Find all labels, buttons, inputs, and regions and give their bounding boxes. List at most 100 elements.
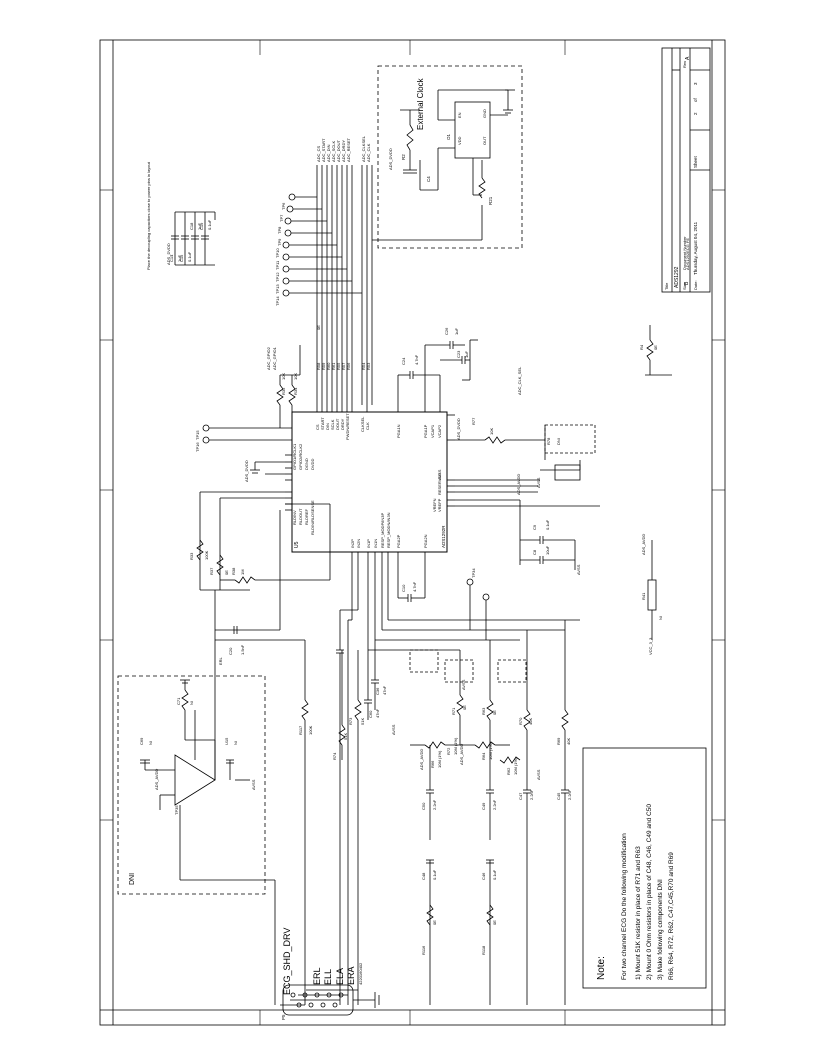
c18-label: C18 xyxy=(189,222,194,230)
r69-value: 40K xyxy=(566,738,571,745)
r2-label: R2 xyxy=(401,154,406,160)
c50-value: 2.2nF xyxy=(432,799,437,810)
c46-label: C46 xyxy=(481,872,486,880)
c26-value: 1uF xyxy=(454,328,459,335)
c15-label: C15 xyxy=(179,254,184,262)
ic-pin-vrefn: VREFN xyxy=(432,498,437,512)
zone-ticks xyxy=(100,40,725,1025)
title-label: Title xyxy=(664,282,669,290)
r74-label: R74 xyxy=(332,752,337,760)
ic-pin-cs: CS xyxy=(315,424,320,430)
c47-label: C47 xyxy=(518,792,523,800)
r64-value: 10M (1%) xyxy=(488,742,493,760)
clock-supply: ADS_DVDD xyxy=(388,148,393,170)
c20-label: C20 xyxy=(228,647,233,655)
text-layer: Title ADS1292 Size B Document Number ADS… xyxy=(129,56,698,1020)
adc-dout-label: ADC_DOUT xyxy=(336,139,341,162)
r116-label: R116 xyxy=(421,945,426,955)
r78-value: DNI xyxy=(556,438,561,445)
buffer-avss: AVSS xyxy=(251,779,256,790)
r77-label: R77 xyxy=(471,417,476,425)
doc-number-label: Document Number xyxy=(682,236,687,270)
net-avss-right: AVSS xyxy=(536,477,541,488)
tp-label-12: TP12 xyxy=(275,272,280,282)
adc-reset-label: ADC_RESET xyxy=(346,137,351,162)
dni-buffer-box xyxy=(117,675,266,895)
c69-value: NI xyxy=(233,741,238,745)
ic-pin-dgnd: DGND xyxy=(304,458,309,470)
ground-symbols xyxy=(180,89,515,690)
filter-avss-1: AVSS xyxy=(391,724,396,735)
ell-label: ELL xyxy=(323,969,333,985)
decoupling-caps xyxy=(171,211,216,266)
r118-label: R118 xyxy=(481,945,486,955)
of-value: 3 xyxy=(693,82,698,85)
r72-value: 10M (1%) xyxy=(453,737,458,755)
c49-value: 2.2nF xyxy=(492,799,497,810)
title-block xyxy=(661,47,711,293)
c69-label: U15 xyxy=(224,737,229,745)
sheet-label: Sheet xyxy=(693,155,698,168)
net-ads-dvdd-right: ADS_DVDD xyxy=(456,418,461,440)
note-line-5: R66, R64, R72, R62, C47,C45,R70 and R69 xyxy=(668,852,675,980)
outer-border xyxy=(99,39,726,1026)
ic-pin-pga2n: PGA2N xyxy=(423,534,428,548)
tp-label-13: TP13 xyxy=(275,284,280,294)
r77-value: 10K xyxy=(489,428,494,435)
adc-clk-sel-label: ADC_CLK_SEL xyxy=(517,366,522,395)
ic-pin-dout: DOUT xyxy=(335,418,340,430)
r72-label: R72 xyxy=(446,747,451,755)
tp-label-9: TP9 xyxy=(277,238,282,246)
ic-pin-pga1n: PGA1N xyxy=(396,424,401,438)
ic-pin-vrefp: VREFP xyxy=(437,498,442,512)
ic-pin-rldout: RLDOUT xyxy=(298,508,303,525)
ela-label: ELA xyxy=(335,968,345,985)
r4-label: R4 xyxy=(639,344,644,350)
r116-value: 0E xyxy=(432,920,437,925)
ic-part: ADS1292R xyxy=(441,525,446,548)
ic-pin-clksel: CLKSEL xyxy=(360,416,365,432)
c60-value: 47nF xyxy=(375,708,380,718)
r117-value: 100K xyxy=(308,725,313,735)
r61-label: R61 xyxy=(331,362,336,370)
ic-pin-clk: CLK xyxy=(365,422,370,430)
net-ads-avdd-right: ADS_AVDD xyxy=(516,474,521,495)
c10-value: 4.7nF xyxy=(412,581,417,592)
tp-label-8: TP8 xyxy=(277,226,282,234)
r117-label: R117 xyxy=(298,725,303,735)
note-line-1: For two channel ECG Do the following mod… xyxy=(621,833,628,980)
c18-value: 1uF xyxy=(197,223,202,230)
r71-label: R71 xyxy=(451,707,456,715)
filter-avss-2: AVSS xyxy=(461,679,466,690)
u15-label: TP35 xyxy=(174,805,179,815)
c8-label: C8 xyxy=(532,549,537,555)
title-value: ADS1292 xyxy=(674,266,680,288)
ic-pin-avss-1: AVSS xyxy=(437,469,442,480)
r63-value: 0E xyxy=(492,710,497,715)
ic-pin-in2p: IN2P xyxy=(350,539,355,548)
ic-pin-rldref: RLDREF xyxy=(304,508,309,525)
note-line-2: 1) Mount 51K resistor in place of R71 an… xyxy=(635,846,642,980)
ic-pin-gpio1: GPIO1/RCLK1 xyxy=(292,443,297,470)
c23-value: 1uF xyxy=(464,351,469,358)
c9-value: 0.1uF xyxy=(545,519,550,530)
pga-caps xyxy=(397,562,426,602)
r60-label: R60 xyxy=(326,362,331,370)
r59-label: R59 xyxy=(321,362,326,370)
r41-label: C71 xyxy=(176,697,181,705)
r33-label: R33 xyxy=(189,552,194,560)
tp-label-16: TP16 xyxy=(195,442,200,452)
r55-label: R55 xyxy=(336,362,341,370)
r54-label: R54 xyxy=(361,362,366,370)
ic-right-network xyxy=(455,424,600,570)
rev-value: A xyxy=(685,56,691,60)
c47-value: 2.2nF xyxy=(529,789,534,800)
ic-pin-vcap2: VCAP2 xyxy=(437,424,442,438)
osc-pin-gnd: GND xyxy=(482,109,487,118)
r37-value: 0E xyxy=(224,570,229,575)
buffer-supply: ADS_AVDD xyxy=(154,769,159,790)
tp-label-6: TP6 xyxy=(281,202,286,210)
net-ads-dvdd-left: ADS_DVDD xyxy=(244,460,249,482)
ic-pin-gpio2: GPIO2/RCLK2 xyxy=(298,443,303,470)
